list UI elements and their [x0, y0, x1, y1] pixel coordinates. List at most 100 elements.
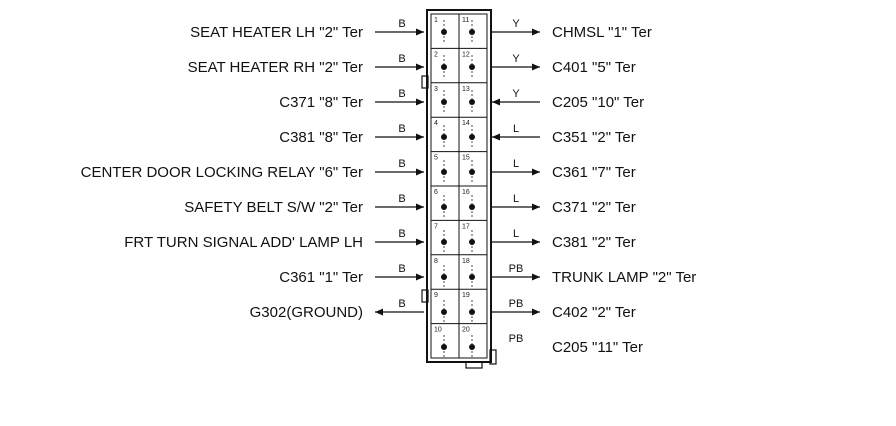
wire-arrow-13: [492, 98, 500, 106]
pin-dot-18: [469, 274, 475, 280]
pin-dot-5: [441, 169, 447, 175]
pin-number-2: 2: [434, 51, 438, 58]
wire-arrow-16: [532, 203, 540, 211]
pin-dot-2: [441, 64, 447, 70]
pin-dot-19: [469, 309, 475, 315]
wire-arrow-4: [416, 133, 424, 141]
pin-number-17: 17: [462, 223, 470, 230]
wire-color-7: B: [398, 228, 405, 240]
pin-dot-17: [469, 239, 475, 245]
wire-arrow-1: [416, 28, 424, 36]
wire-color-19: PB: [509, 298, 524, 310]
pin-dot-3: [441, 99, 447, 105]
pin-dot-10: [441, 344, 447, 350]
pin-dot-20: [469, 344, 475, 350]
pin-number-5: 5: [434, 155, 438, 162]
wire-color-9: B: [398, 298, 405, 310]
wire-arrow-17: [532, 238, 540, 246]
pin-number-3: 3: [434, 86, 438, 93]
left-label-pin-5: CENTER DOOR LOCKING RELAY "6" Ter: [81, 164, 363, 181]
pin-number-14: 14: [462, 120, 470, 127]
right-label-pin-20: C205 "11" Ter: [552, 339, 643, 356]
wire-color-17: L: [513, 228, 519, 240]
wire-color-18: PB: [509, 263, 524, 275]
wire-color-1: B: [398, 18, 405, 30]
pin-number-6: 6: [434, 189, 438, 196]
left-label-pin-6: SAFETY BELT S/W "2" Ter: [184, 199, 363, 216]
wire-color-6: B: [398, 193, 405, 205]
pin-dot-12: [469, 64, 475, 70]
left-label-pin-4: C381 "8" Ter: [279, 129, 363, 146]
connector-tab-bottom: [465, 361, 483, 369]
connector-tab-right: [489, 349, 497, 365]
right-label-pin-12: C401 "5" Ter: [552, 59, 636, 76]
right-label-pin-19: C402 "2" Ter: [552, 304, 636, 321]
wire-arrow-7: [416, 238, 424, 246]
right-label-pin-16: C371 "2" Ter: [552, 199, 636, 216]
connector-outer: [426, 9, 492, 363]
pin-number-4: 4: [434, 120, 438, 127]
wire-arrow-6: [416, 203, 424, 211]
wire-arrow-9: [375, 308, 383, 316]
pin-number-15: 15: [462, 155, 470, 162]
right-label-pin-18: TRUNK LAMP "2" Ter: [552, 269, 696, 286]
pin-dot-6: [441, 204, 447, 210]
wire-color-13: Y: [512, 88, 520, 100]
wire-color-20: PB: [509, 333, 524, 345]
wire-arrow-8: [416, 273, 424, 281]
pin-dot-15: [469, 169, 475, 175]
left-label-pin-9: G302(GROUND): [250, 304, 363, 321]
right-label-pin-11: CHMSL "1" Ter: [552, 24, 652, 41]
wire-arrow-19: [532, 308, 540, 316]
right-label-pin-14: C351 "2" Ter: [552, 129, 636, 146]
wire-arrow-11: [532, 28, 540, 36]
pin-number-11: 11: [462, 17, 469, 24]
right-label-pin-17: C381 "2" Ter: [552, 234, 636, 251]
right-label-pin-15: C361 "7" Ter: [552, 164, 636, 181]
pin-number-8: 8: [434, 258, 438, 265]
pin-number-12: 12: [462, 51, 470, 58]
wire-color-12: Y: [512, 53, 520, 65]
pin-dot-13: [469, 99, 475, 105]
wire-arrow-5: [416, 168, 424, 176]
wire-color-2: B: [398, 53, 405, 65]
pin-dot-7: [441, 239, 447, 245]
wire-arrow-15: [532, 168, 540, 176]
pin-number-20: 20: [462, 327, 470, 334]
wire-arrow-14: [492, 133, 500, 141]
left-label-pin-2: SEAT HEATER RH "2" Ter: [188, 59, 363, 76]
pin-number-16: 16: [462, 189, 470, 196]
left-label-pin-3: C371 "8" Ter: [279, 94, 363, 111]
pin-dot-8: [441, 274, 447, 280]
wire-color-4: B: [398, 123, 405, 135]
wire-color-8: B: [398, 263, 405, 275]
wire-color-3: B: [398, 88, 405, 100]
wire-color-5: B: [398, 158, 405, 170]
pin-dot-4: [441, 134, 447, 140]
pin-number-18: 18: [462, 258, 470, 265]
pin-number-13: 13: [462, 86, 470, 93]
pin-dot-14: [469, 134, 475, 140]
connector-latch-top: [421, 75, 429, 89]
connector-latch-bottom: [421, 289, 429, 303]
pin-number-19: 19: [462, 292, 470, 299]
left-label-pin-7: FRT TURN SIGNAL ADD' LAMP LH: [124, 234, 363, 251]
wire-arrow-12: [532, 63, 540, 71]
pin-dot-1: [441, 29, 447, 35]
wire-color-15: L: [513, 158, 519, 170]
wire-arrow-2: [416, 63, 424, 71]
left-label-pin-1: SEAT HEATER LH "2" Ter: [190, 24, 363, 41]
pin-number-9: 9: [434, 292, 438, 299]
pin-number-7: 7: [434, 223, 438, 230]
wire-color-14: L: [513, 123, 519, 135]
pin-number-1: 1: [434, 17, 438, 24]
pin-dot-9: [441, 309, 447, 315]
pin-dot-16: [469, 204, 475, 210]
wire-arrow-3: [416, 98, 424, 106]
pin-number-10: 10: [434, 327, 442, 334]
right-label-pin-13: C205 "10" Ter: [552, 94, 644, 111]
wire-color-16: L: [513, 193, 519, 205]
pin-dot-11: [469, 29, 475, 35]
wire-arrow-18: [532, 273, 540, 281]
